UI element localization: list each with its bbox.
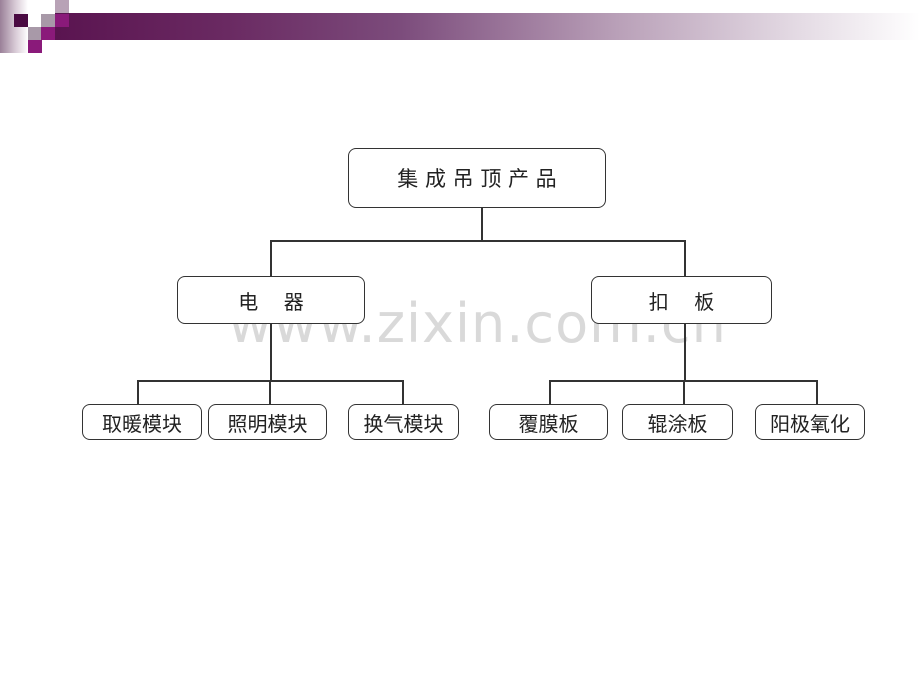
connector-line — [816, 380, 818, 405]
node-heating-module: 取暖模块 — [82, 404, 202, 440]
connector-line — [137, 380, 139, 405]
connector-line — [270, 323, 272, 381]
decor-square — [28, 40, 42, 53]
node-roll-coated-panel: 辊涂板 — [622, 404, 733, 440]
decor-square — [55, 0, 69, 13]
connector-line — [684, 323, 686, 381]
connector-line — [549, 380, 551, 405]
connector-line — [684, 240, 686, 276]
decor-square — [41, 14, 55, 27]
node-film-coated-panel: 覆膜板 — [489, 404, 608, 440]
connector-line — [270, 240, 272, 276]
node-root: 集 成 吊 顶 产 品 — [348, 148, 606, 208]
node-electrical: 电 器 — [177, 276, 365, 324]
decor-square — [28, 27, 42, 40]
node-lighting-module: 照明模块 — [208, 404, 327, 440]
connector-line — [269, 380, 271, 405]
node-anodized-panel: 阳极氧化 — [755, 404, 865, 440]
connector-line — [481, 207, 483, 242]
node-ventilation-module: 换气模块 — [348, 404, 459, 440]
decor-square — [41, 27, 55, 40]
connector-line — [270, 240, 686, 242]
connector-line — [683, 380, 685, 405]
decor-square — [14, 14, 28, 27]
header-title-bar — [55, 13, 920, 40]
node-panel: 扣 板 — [591, 276, 772, 324]
connector-line — [402, 380, 404, 405]
decor-square — [55, 14, 69, 27]
